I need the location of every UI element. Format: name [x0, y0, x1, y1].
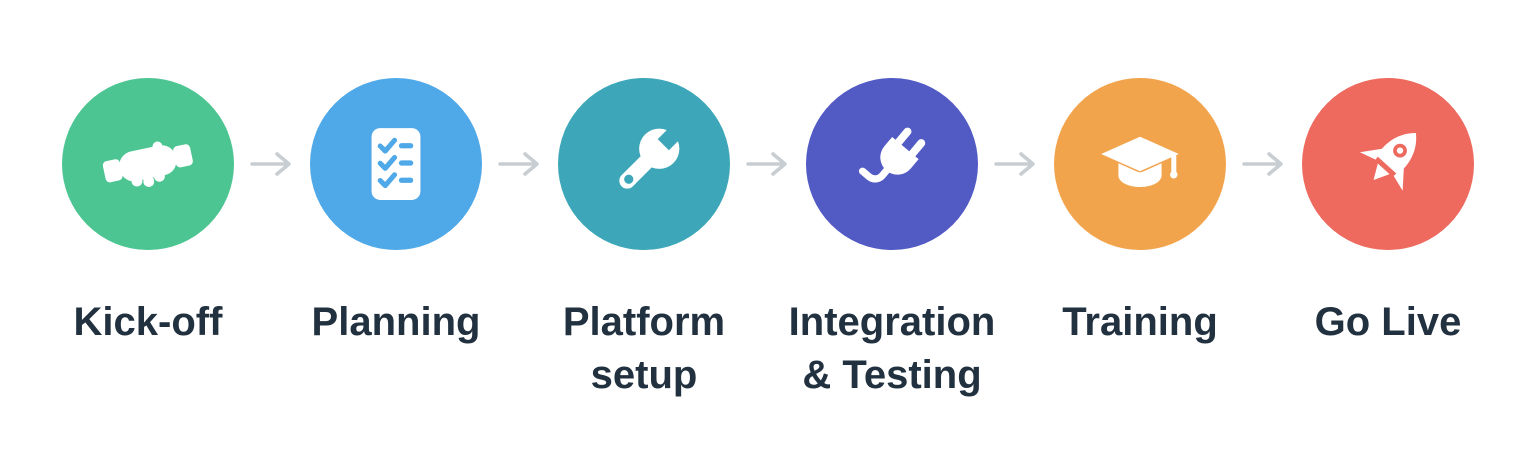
step-training: Training [1044, 78, 1236, 349]
step-label-line2: setup [590, 352, 698, 397]
step-label: Platform setup [563, 296, 725, 402]
step-circle-planning [310, 78, 482, 250]
step-label-line1: Kick-off [73, 300, 223, 344]
step-kick-off: Kick-off [52, 78, 244, 349]
plug-icon [858, 127, 926, 183]
step-label-line1: Go Live [1314, 300, 1462, 344]
step-label: Go Live [1315, 296, 1462, 349]
graduation-cap-icon [1101, 136, 1179, 187]
handshake-icon [102, 141, 193, 187]
step-go-live: Go Live [1292, 78, 1484, 349]
step-label: Kick-off [74, 296, 223, 349]
arrow-right-icon [988, 150, 1044, 178]
step-label-line2: & Testing [802, 352, 982, 397]
step-circle-go-live [1302, 78, 1474, 250]
step-label-line1: Planning [311, 300, 481, 344]
arrow-right-icon [740, 150, 796, 178]
step-integration-testing: Integration & Testing [789, 78, 995, 402]
process-flow-row: Kick-off P [52, 78, 1484, 402]
step-label-line1: Training [1062, 300, 1218, 344]
step-platform-setup: Platform setup [548, 78, 740, 402]
step-circle-kick-off [62, 78, 234, 250]
step-circle-platform-setup [558, 78, 730, 250]
rocket-icon [1359, 133, 1417, 191]
step-label-line1: Platform [562, 300, 726, 344]
checklist-icon [371, 128, 421, 200]
step-label: Planning [312, 296, 481, 349]
step-circle-integration-testing [806, 78, 978, 250]
arrow-right-icon [1236, 150, 1292, 178]
arrow-right-icon [244, 150, 300, 178]
wrench-icon [619, 125, 683, 189]
step-label: Training [1062, 296, 1218, 349]
step-label-line1: Integration [788, 300, 996, 344]
step-label: Integration & Testing [789, 296, 996, 402]
arrow-right-icon [492, 150, 548, 178]
step-circle-training [1054, 78, 1226, 250]
step-planning: Planning [300, 78, 492, 349]
